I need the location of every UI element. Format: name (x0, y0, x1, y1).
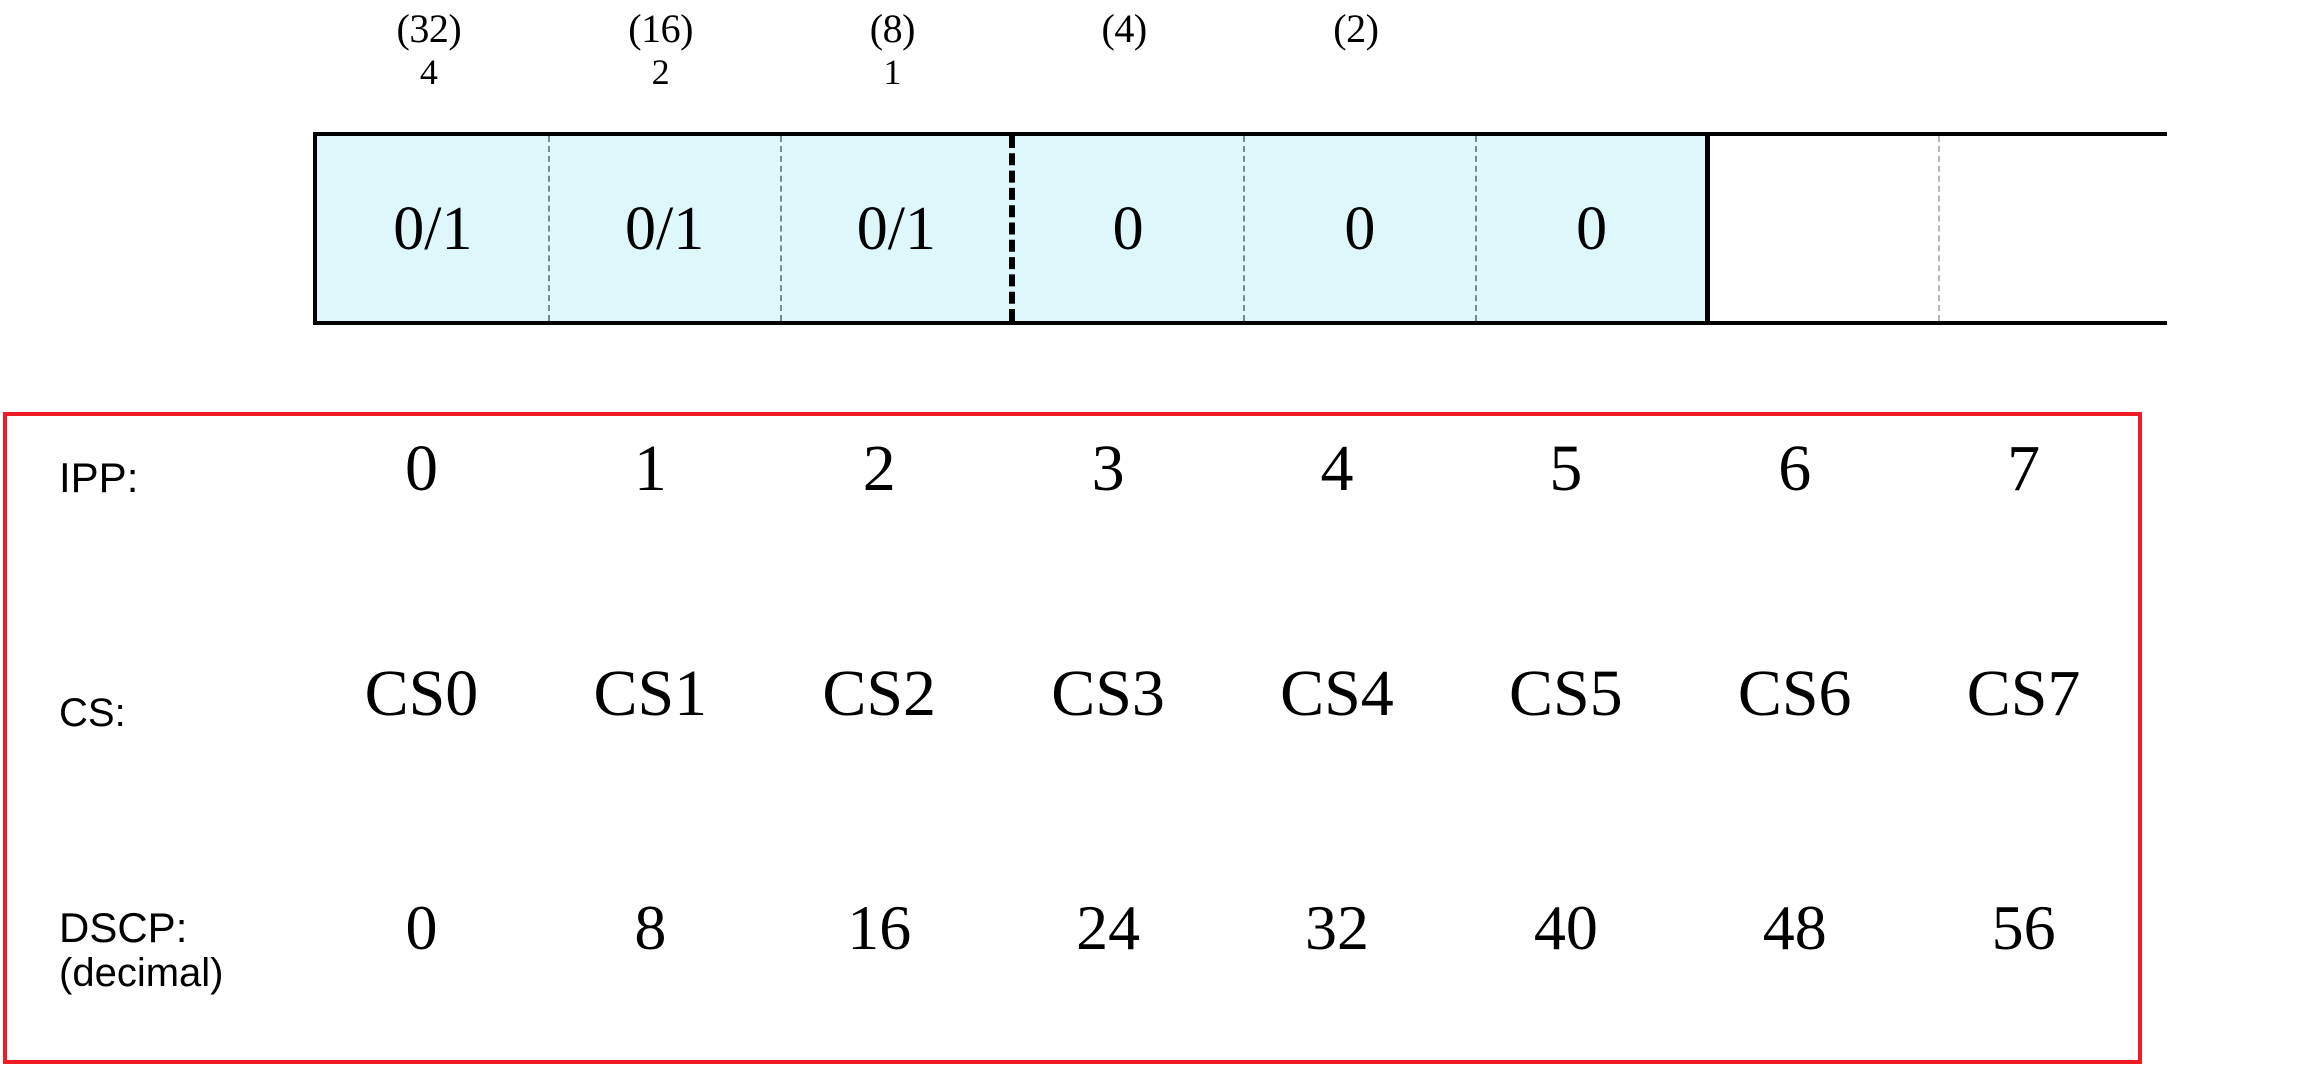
table-row: CS: CS0 CS1 CS2 CS3 CS4 CS5 CS6 CS7 (7, 661, 2138, 781)
bit-cell-5: 0 (1474, 136, 1708, 321)
bit-cell-7 (1938, 136, 2171, 321)
dscp-value-0: 0 (405, 892, 438, 963)
bit-weight-label: (32) (396, 6, 462, 51)
bit-weight-label: (4) (1101, 6, 1148, 51)
bitfield-cell-row: 0/1 0/1 0/1 0 0 0 (313, 132, 2171, 325)
cs-value-4: CS4 (1280, 657, 1394, 730)
ipp-cs-dscp-mapping-table: IPP: 0 1 2 3 4 5 6 7 CS: CS0 CS1 CS2 CS3… (3, 412, 2142, 1064)
dscp-value-3: 24 (1076, 892, 1141, 963)
cs-value-1: CS1 (593, 657, 708, 730)
bit-weight-label: (2) (1333, 6, 1379, 51)
dscp-value-7: 56 (1991, 892, 2056, 963)
bitfield-header-0: (32) 4 (313, 0, 545, 132)
table-row: IPP: 0 1 2 3 4 5 6 7 (7, 436, 2138, 556)
row-values-cs: CS0 CS1 CS2 CS3 CS4 CS5 CS6 CS7 (307, 661, 2138, 727)
bitfield-header-7 (1935, 0, 2167, 132)
cs-value-5: CS5 (1508, 657, 1623, 730)
ipp-value-7: 7 (2007, 432, 2041, 505)
bitfield-header-4: (2) (1240, 0, 1472, 132)
bitfield-header-1: (16) 2 (545, 0, 777, 132)
bit-sub-label: 1 (883, 52, 902, 92)
dscp-value-2: 16 (847, 892, 912, 963)
row-label-text: IPP: (59, 454, 139, 501)
bit-cell-4: 0 (1243, 136, 1476, 321)
dscp-value-4: 32 (1304, 892, 1369, 963)
dscp-value-6: 48 (1762, 892, 1827, 963)
row-label-cs: CS: (7, 661, 307, 736)
row-label-text: CS: (59, 691, 126, 735)
ipp-value-1: 1 (633, 432, 667, 505)
bitfield-header-labels: (32) 4 (16) 2 (8) 1 (4) (2) (313, 0, 2167, 132)
row-values-ipp: 0 1 2 3 4 5 6 7 (307, 436, 2138, 502)
cs-value-6: CS6 (1737, 657, 1852, 730)
bit-weight-label: (16) (628, 6, 693, 51)
cs-value-3: CS3 (1051, 657, 1165, 730)
bit-cell-3: 0 (1009, 136, 1244, 321)
ipp-value-2: 2 (862, 432, 896, 505)
bit-sub-label: 2 (651, 52, 670, 92)
row-label-subtext: (decimal) (59, 951, 224, 996)
bit-sub-label: 4 (419, 52, 438, 92)
bit-cell-2: 0/1 (779, 136, 1013, 321)
bitfield-header-6 (1704, 0, 1936, 132)
cs-value-0: CS0 (364, 657, 479, 730)
ipp-value-4: 4 (1320, 432, 1354, 505)
bitfield-header-5 (1472, 0, 1704, 132)
row-label-dscp: DSCP: (decimal) (7, 896, 307, 996)
cs-value-7: CS7 (1966, 657, 2081, 730)
bit-cell-6 (1704, 132, 1940, 325)
ipp-value-6: 6 (1778, 432, 1812, 505)
row-values-dscp: 0 8 16 24 32 40 48 56 (307, 896, 2138, 960)
row-label-ipp: IPP: (7, 436, 307, 501)
dscp-value-1: 8 (634, 892, 667, 963)
ipp-value-3: 3 (1091, 432, 1125, 505)
ipp-value-5: 5 (1549, 432, 1583, 505)
ipp-value-0: 0 (404, 432, 438, 505)
tos-byte-bitfield-diagram: (32) 4 (16) 2 (8) 1 (4) (2) (313, 0, 2171, 330)
bit-cell-0: 0/1 (317, 136, 549, 321)
bitfield-header-3: (4) (1008, 0, 1240, 132)
dscp-value-5: 40 (1533, 892, 1598, 963)
bitfield-header-2: (8) 1 (777, 0, 1009, 132)
bit-cell-1: 0/1 (547, 136, 781, 321)
row-label-text: DSCP: (59, 904, 188, 951)
table-row: DSCP: (decimal) 0 8 16 24 32 40 48 56 (7, 896, 2138, 1046)
bit-weight-label: (8) (869, 6, 916, 51)
cs-value-2: CS2 (822, 657, 937, 730)
